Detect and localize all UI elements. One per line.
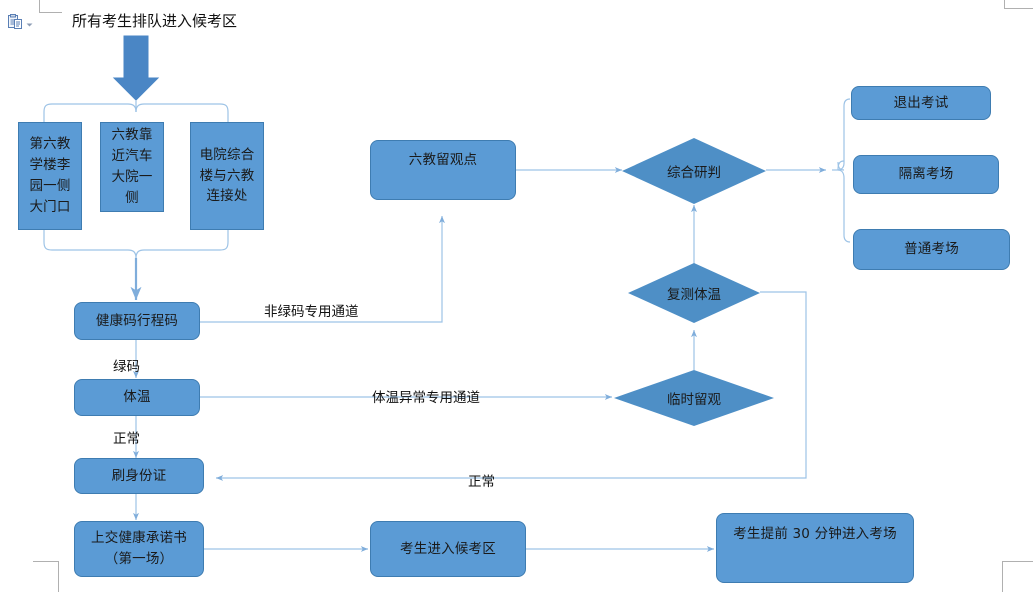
node-label: 健康码行程码 xyxy=(95,312,179,329)
node-entry-gate-3[interactable]: 电院综合楼与六教连接处 xyxy=(190,122,264,230)
decision-retest-temperature[interactable]: 复测体温 xyxy=(628,263,760,323)
node-isolation-room[interactable]: 隔离考场 xyxy=(853,155,999,194)
decision-label: 复测体温 xyxy=(667,287,721,303)
edge-label-normal-return: 正常 xyxy=(468,474,495,490)
node-id-scan[interactable]: 刷身份证 xyxy=(74,458,204,494)
node-label: 隔离考场 xyxy=(898,166,954,183)
decision-comprehensive-assessment[interactable]: 综合研判 xyxy=(622,138,766,204)
node-temperature[interactable]: 体温 xyxy=(74,379,200,416)
node-label: 退出考试 xyxy=(893,94,949,111)
edge-label-green-code: 绿码 xyxy=(113,359,140,375)
page-corner-mark-bottom-right xyxy=(1002,561,1033,592)
node-label: 六教靠近汽车大院一侧 xyxy=(111,127,153,206)
decision-temporary-hold[interactable]: 临时留观 xyxy=(614,370,774,426)
main-down-block-arrow xyxy=(112,35,160,101)
node-observation-point[interactable]: 六教留观点 xyxy=(370,140,516,200)
paste-options-smart-tag[interactable] xyxy=(8,14,34,33)
edge-label-abnormal-temp: 体温异常专用通道 xyxy=(372,390,480,406)
node-label: 第六教学楼李园一侧大门口 xyxy=(29,136,71,215)
clipboard-paste-icon[interactable] xyxy=(8,14,22,33)
node-entry-gate-1[interactable]: 第六教学楼李园一侧大门口 xyxy=(18,122,82,230)
node-health-code[interactable]: 健康码行程码 xyxy=(74,302,200,340)
node-normal-room[interactable]: 普通考场 xyxy=(853,229,1010,270)
page-corner-mark-top-right xyxy=(1004,0,1033,9)
decision-label: 临时留观 xyxy=(667,392,721,408)
node-exit-exam[interactable]: 退出考试 xyxy=(851,86,991,120)
node-waiting-area[interactable]: 考生进入候考区 xyxy=(370,521,526,577)
edge-label-non-green-code: 非绿码专用通道 xyxy=(264,304,359,320)
node-label: 考生提前 30 分钟进入考场 xyxy=(733,526,897,542)
node-label: 上交健康承诺书（第一场） xyxy=(91,530,187,567)
node-label: 电院综合楼与六教连接处 xyxy=(199,146,255,205)
node-label: 普通考场 xyxy=(904,241,959,258)
node-label: 体温 xyxy=(123,389,151,406)
node-entry-gate-2[interactable]: 六教靠近汽车大院一侧 xyxy=(100,122,164,212)
flowchart-title: 所有考生排队进入候考区 xyxy=(72,12,238,30)
decision-label: 综合研判 xyxy=(667,165,721,181)
node-label: 刷身份证 xyxy=(111,467,167,484)
node-enter-exam-room[interactable]: 考生提前 30 分钟进入考场 xyxy=(716,513,914,583)
chevron-down-icon[interactable] xyxy=(25,14,34,33)
node-label: 六教留观点 xyxy=(408,152,478,168)
node-label: 考生进入候考区 xyxy=(400,540,496,557)
edge-label-normal-temp: 正常 xyxy=(113,431,140,447)
page-corner-mark-bottom-left xyxy=(33,561,59,592)
page-corner-mark-top-left xyxy=(39,0,62,13)
node-pledge[interactable]: 上交健康承诺书（第一场） xyxy=(74,521,204,577)
